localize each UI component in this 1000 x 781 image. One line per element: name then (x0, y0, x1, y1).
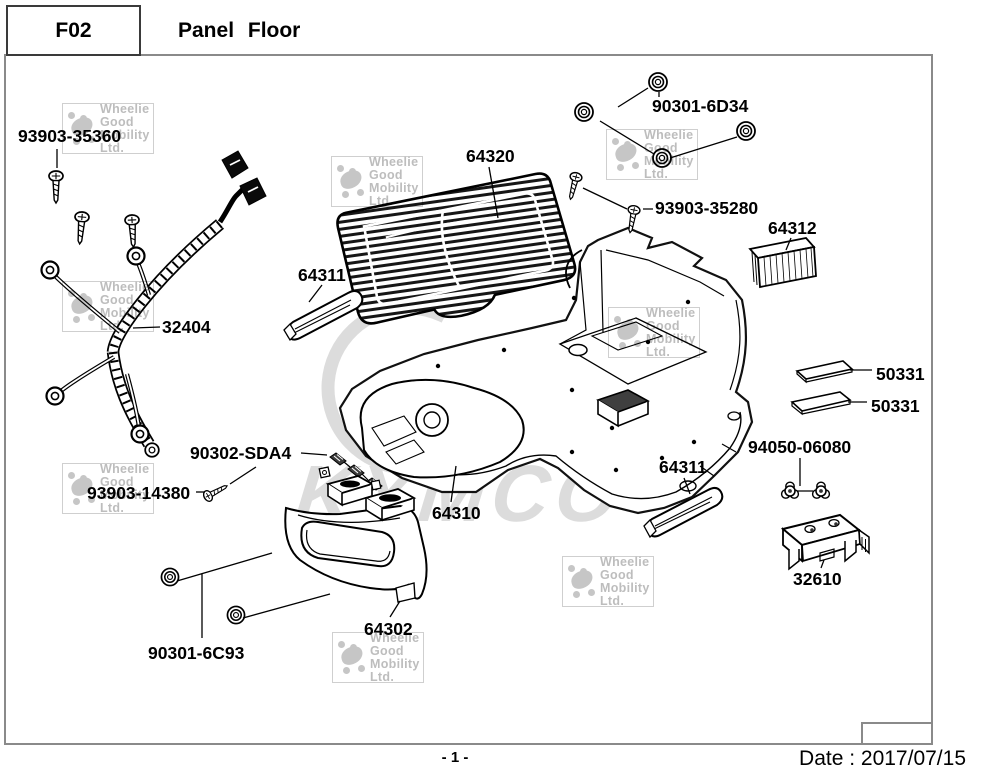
page-title: Panel Floor (178, 19, 301, 42)
part-32610-bracket (780, 513, 870, 571)
part-64302-front-cover (284, 466, 428, 603)
label-64320: 64320 (466, 146, 515, 166)
part-93903-35360-screws (48, 170, 142, 249)
frame-corner-notch (861, 722, 933, 745)
date-text: Date : 2017/07/15 (799, 747, 966, 770)
label-90301-6C93: 90301-6C93 (148, 643, 245, 663)
label-90302-SDA4: 90302-SDA4 (190, 443, 292, 463)
label-64312: 64312 (768, 218, 817, 238)
leader-lines (56, 87, 872, 638)
part-32404-harness (40, 150, 267, 458)
part-64310-floor-panel (338, 226, 754, 515)
part-93903-35280-screws (563, 170, 642, 235)
label-93903-14380: 93903-14380 (87, 483, 191, 503)
part-50331-pad-2 (790, 391, 852, 416)
label-93903-35360: 93903-35360 (18, 126, 122, 146)
label-64302: 64302 (364, 619, 413, 639)
label-32610: 32610 (793, 569, 842, 589)
part-90301-6C93-nuts (160, 567, 246, 625)
label-93903-35280: 93903-35280 (655, 198, 759, 218)
part-90302-SDA4-clips (329, 452, 383, 491)
label-64311-lower: 64311 (659, 457, 707, 477)
part-94050-06080-nuts (780, 481, 831, 500)
label-32404: 32404 (162, 317, 211, 337)
label-94050-06080: 94050-06080 (748, 437, 852, 457)
section-code: F02 (55, 18, 92, 42)
part-64320-floor-mat (336, 172, 577, 325)
section-code-box: F02 (6, 5, 141, 56)
part-93903-14380-screw (201, 480, 231, 504)
label-50331-1: 50331 (876, 364, 925, 384)
page-number: - 1 - (441, 749, 469, 766)
label-64311-upper: 64311 (298, 265, 346, 285)
part-64311-strip-lower (643, 486, 724, 539)
label-64310: 64310 (432, 503, 481, 523)
label-90301-6D34: 90301-6D34 (652, 96, 749, 116)
part-90301-6D34-nuts (574, 72, 756, 168)
part-64311-strip-upper (283, 289, 364, 342)
label-50331-2: 50331 (871, 396, 920, 416)
part-64312-plate (748, 237, 817, 289)
part-50331-pad-1 (795, 360, 854, 384)
